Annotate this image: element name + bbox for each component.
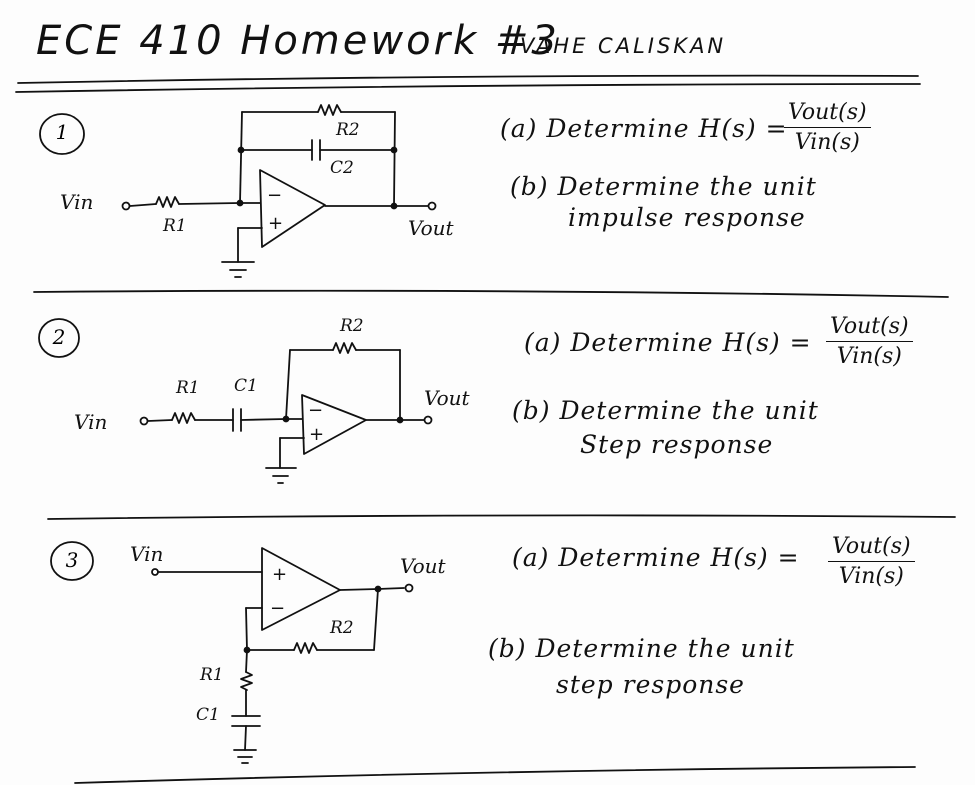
- p1-noninverting-sign: +: [268, 213, 284, 234]
- problem-3-number: 3: [65, 548, 79, 572]
- p1-c2-label: C2: [330, 158, 354, 178]
- p1-part-a: (a) Determine H(s) =: [500, 114, 788, 143]
- p3-part-a: (a) Determine H(s) =: [512, 543, 800, 572]
- opamp-1: [259, 169, 326, 248]
- p2-part-a: (a) Determine H(s) =: [524, 328, 812, 357]
- p2-inverting-sign: −: [308, 400, 324, 421]
- p1-part-b-line2: impulse response: [568, 203, 806, 232]
- p2-r2-label: R2: [340, 316, 364, 336]
- p3-r2-label: R2: [330, 618, 354, 638]
- divider-1: [33, 289, 949, 298]
- p2-part-b-line1: (b) Determine the unit: [512, 396, 819, 425]
- student-name: VAHE CALISKAN: [520, 34, 727, 58]
- resistor-r1-3: [240, 671, 253, 691]
- p3-vin-label: Vin: [130, 542, 164, 566]
- p3-numerator: Vout(s): [828, 534, 915, 562]
- p1-vin-label: Vin: [60, 190, 94, 214]
- p2-vin-label: Vin: [74, 410, 108, 434]
- p3-c1-label: C1: [196, 705, 220, 725]
- p1-transfer-fraction: Vout(s) Vin(s): [784, 100, 871, 155]
- p1-vout-label: Vout: [408, 216, 454, 240]
- p1-denominator: Vin(s): [794, 130, 860, 155]
- p3-noninverting-sign: +: [272, 564, 288, 585]
- circuit-3: [151, 547, 414, 764]
- p3-denominator: Vin(s): [838, 564, 904, 589]
- resistor-r1-2: [171, 412, 196, 424]
- circuit-2: [139, 342, 433, 484]
- p2-denominator: Vin(s): [836, 344, 902, 369]
- capacitor-c2: [311, 139, 321, 161]
- problem-1-number: 1: [55, 120, 69, 144]
- problem-2-circle: [38, 318, 80, 358]
- p2-numerator: Vout(s): [826, 314, 913, 342]
- capacitor-c1-2: [232, 408, 242, 432]
- p3-vout-label: Vout: [400, 554, 446, 578]
- resistor-r2: [317, 104, 342, 116]
- p2-vout-label: Vout: [424, 386, 470, 410]
- problem-3-circle: [50, 541, 94, 581]
- p2-r1-label: R1: [176, 378, 200, 398]
- resistor-r2-3: [293, 642, 318, 654]
- p2-part-b-line2: Step response: [580, 430, 774, 459]
- divider-3: [74, 766, 916, 784]
- homework-title: ECE 410 Homework #3: [36, 18, 560, 64]
- p1-r2-label: R2: [336, 120, 360, 140]
- p1-numerator: Vout(s): [784, 100, 871, 128]
- p3-inverting-sign: −: [270, 598, 286, 619]
- p2-c1-label: C1: [234, 376, 258, 396]
- p3-r1-label: R1: [200, 665, 224, 685]
- header-rule-bottom: [15, 83, 921, 93]
- p3-part-b-line1: (b) Determine the unit: [488, 634, 795, 663]
- p3-transfer-fraction: Vout(s) Vin(s): [828, 534, 915, 589]
- p2-transfer-fraction: Vout(s) Vin(s): [826, 314, 913, 369]
- opamp-3: [261, 547, 341, 631]
- p3-part-b-line2: step response: [556, 670, 745, 699]
- resistor-r1: [155, 196, 180, 208]
- divider-2: [47, 514, 956, 520]
- problem-1-circle: [39, 113, 85, 155]
- capacitor-c1-3: [231, 715, 261, 727]
- circuit-1: [121, 104, 437, 278]
- problem-2-number: 2: [52, 325, 66, 349]
- resistor-r2-2: [332, 342, 357, 354]
- p1-r1-label: R1: [163, 216, 187, 236]
- p1-inverting-sign: −: [267, 185, 283, 206]
- header-rule-top: [17, 74, 919, 84]
- p1-part-b-line1: (b) Determine the unit: [510, 172, 817, 201]
- opamp-2: [301, 394, 367, 455]
- p2-noninverting-sign: +: [309, 424, 325, 445]
